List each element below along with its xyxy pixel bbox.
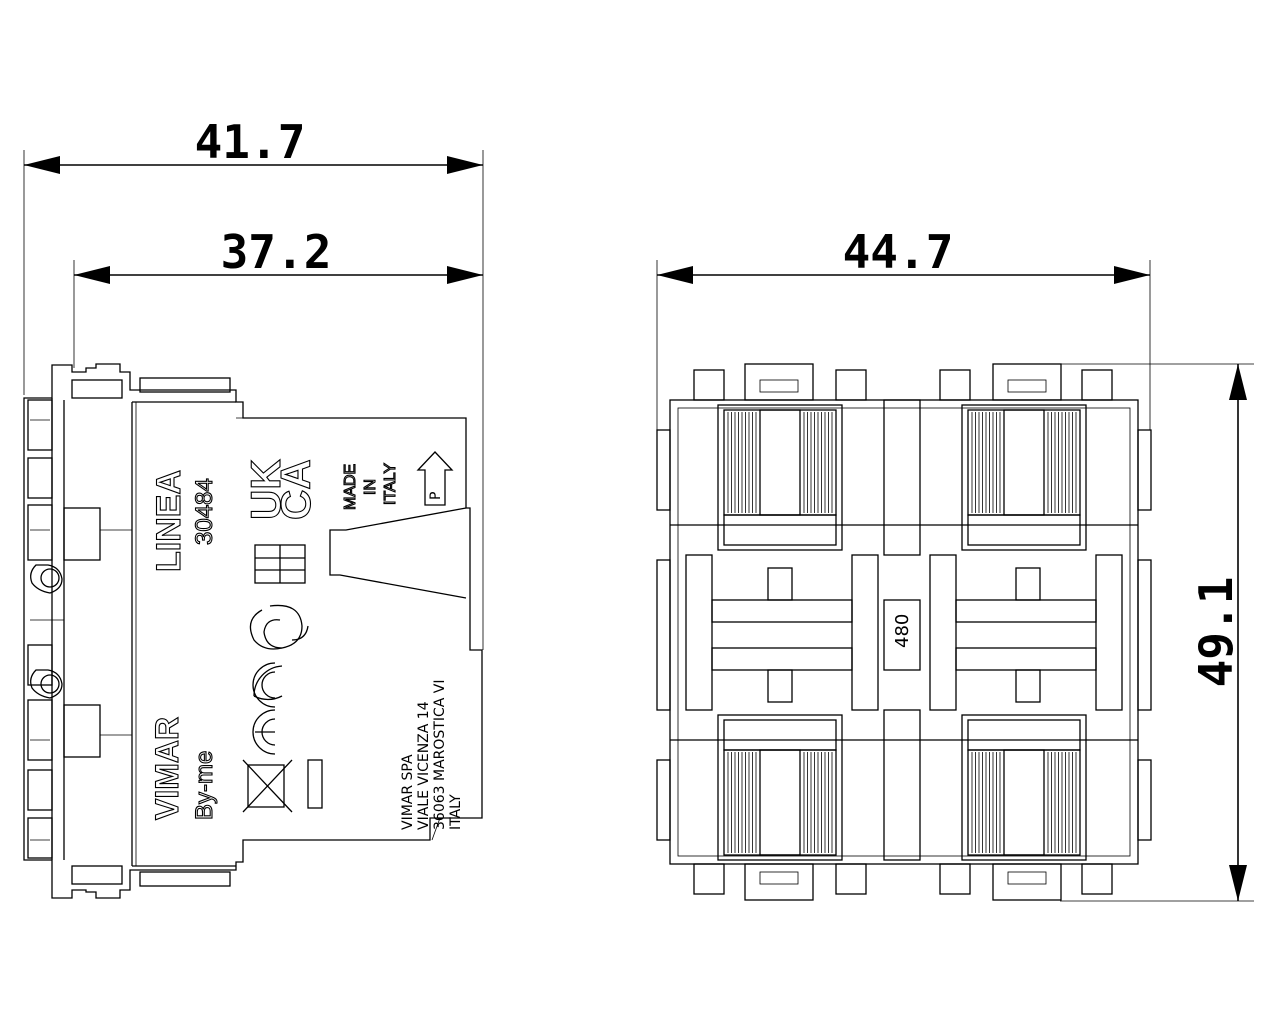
terminal-top-left: [717, 404, 843, 551]
rcm-mark-icon: [249, 604, 309, 650]
product-label: By-me: [191, 751, 218, 820]
weee-bin-icon: [242, 759, 323, 813]
arrow-p-icon: [416, 451, 454, 506]
code-label: 30484: [191, 478, 218, 545]
dimension-width: 44.7: [656, 225, 1151, 430]
made-line2: IN: [362, 479, 379, 495]
ce-mark-icon: [252, 662, 283, 755]
address-line2: VIALE VICENZA 14: [416, 701, 432, 830]
front-code-label: 480: [892, 614, 913, 648]
made-line1: MADE: [342, 464, 359, 510]
ukca-top: UK: [242, 459, 289, 520]
address-line3: 36063 MAROSTICA VI: [432, 680, 448, 830]
address-line4: ITALY: [448, 794, 464, 830]
dimension-label-height: 49.1: [1189, 577, 1243, 688]
dimension-overall-depth: 41.7: [23, 115, 484, 650]
p-label: P: [428, 492, 444, 500]
ukca-bottom: CA: [272, 459, 319, 520]
terminal-top-right: [961, 404, 1087, 551]
dimension-label-body-depth: 37.2: [221, 225, 332, 279]
dimension-height: 49.1: [1060, 363, 1254, 902]
address-line1: VIMAR SPA: [400, 754, 416, 830]
brand-label: VIMAR: [149, 717, 185, 820]
dimension-body-depth: 37.2: [73, 225, 483, 368]
series-label: LINEA: [150, 470, 188, 572]
dimension-label-width: 44.7: [843, 225, 954, 279]
eac-mark-icon: [254, 544, 306, 584]
front-view: 480: [656, 363, 1152, 901]
terminal-bottom-right: [961, 714, 1087, 861]
made-line3: ITALY: [382, 463, 399, 505]
dimension-label-overall-depth: 41.7: [195, 115, 306, 169]
side-view: LINEA 30484 UK CA MADE IN ITALY: [23, 363, 483, 899]
terminal-bottom-left: [717, 714, 843, 861]
